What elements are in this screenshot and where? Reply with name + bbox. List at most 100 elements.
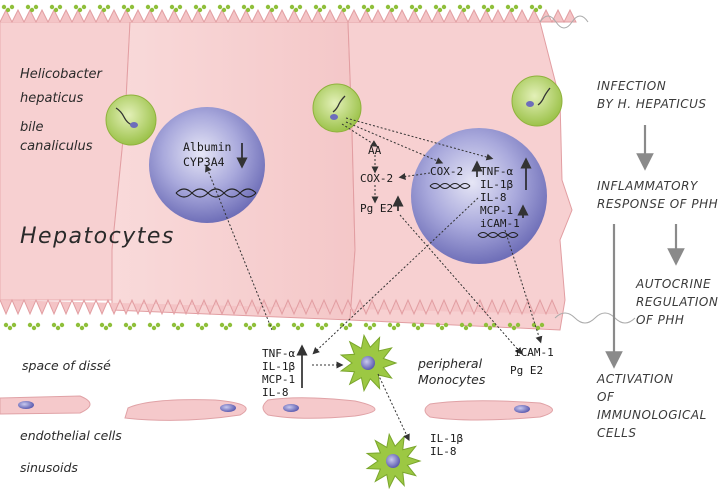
receptor-dot bbox=[107, 322, 113, 328]
step-4-line2: OF bbox=[597, 390, 615, 404]
receptor-dot bbox=[413, 7, 419, 13]
bacteria-vacuole-3 bbox=[511, 75, 563, 127]
label-il8-sec: IL-8 bbox=[262, 386, 289, 399]
receptor-dot bbox=[57, 4, 63, 10]
process-steps: INFECTION BY H. HEPATICUS INFLAMMATORY R… bbox=[596, 79, 718, 440]
arrow-to-albumin bbox=[205, 164, 273, 331]
receptor-dot bbox=[221, 7, 227, 13]
cytoplasm-labels: AA COX-2 Pg E2 bbox=[360, 144, 393, 215]
nucleus-right-labels: COX-2 TNF-α IL-1β IL-8 MCP-1 iCAM-1 bbox=[430, 165, 520, 230]
receptor-dot bbox=[385, 4, 391, 10]
receptor-dot bbox=[467, 322, 473, 328]
receptor-dot bbox=[507, 322, 513, 328]
endothelial-nucleus bbox=[514, 405, 530, 413]
receptor-dot bbox=[31, 325, 37, 331]
receptor-dot bbox=[265, 4, 271, 10]
receptor-dot bbox=[433, 4, 439, 10]
receptor-dot bbox=[103, 325, 109, 331]
receptor-dot bbox=[511, 325, 517, 331]
receptor-dot bbox=[179, 322, 185, 328]
receptor-dot bbox=[457, 4, 463, 10]
receptor-dot bbox=[293, 7, 299, 13]
receptor-dot bbox=[321, 4, 327, 10]
activated-labels: IL-1β IL-8 bbox=[430, 432, 463, 458]
receptor-dot bbox=[171, 322, 177, 328]
step-3-line1: AUTOCRINE bbox=[635, 277, 711, 291]
receptor-dot bbox=[127, 325, 133, 331]
label-cox2-cyt: COX-2 bbox=[360, 172, 393, 185]
label-pge2-sec: Pg E2 bbox=[510, 364, 543, 377]
receptor-dot bbox=[79, 325, 85, 331]
endothelial-cell bbox=[424, 400, 553, 421]
label-pge2-cyt: Pg E2 bbox=[360, 202, 393, 215]
receptor-dot bbox=[289, 4, 295, 10]
step-3-line3: OF PHH bbox=[636, 313, 684, 327]
receptor-dot bbox=[275, 322, 281, 328]
receptor-dot bbox=[393, 4, 399, 10]
label-cox2-nuc: COX-2 bbox=[430, 165, 463, 178]
label-hepaticus: hepaticus bbox=[20, 91, 84, 106]
label-il8-act: IL-8 bbox=[430, 445, 457, 458]
receptor-dot bbox=[223, 325, 229, 331]
step-4-line4: CELLS bbox=[597, 426, 636, 440]
receptor-dot bbox=[387, 322, 393, 328]
microvilli-bottom bbox=[0, 298, 559, 316]
receptor-dot bbox=[269, 7, 275, 13]
receptor-dot bbox=[149, 7, 155, 13]
endothelial-cells bbox=[0, 395, 553, 421]
receptor-dot bbox=[129, 4, 135, 10]
arrow-cytokines-out bbox=[312, 197, 479, 355]
step-2-line2: RESPONSE OF PHH bbox=[597, 197, 718, 211]
nucleus-left-labels: Albumin CYP3A4 bbox=[183, 140, 231, 169]
receptor-dot bbox=[59, 322, 65, 328]
receptor-dot bbox=[369, 4, 375, 10]
receptor-dot bbox=[461, 7, 467, 13]
label-monocytes: Monocytes bbox=[418, 372, 486, 387]
receptor-dot bbox=[1, 4, 7, 10]
receptor-dot bbox=[27, 322, 33, 328]
endothelial-cell bbox=[262, 397, 376, 419]
receptor-dot bbox=[363, 322, 369, 328]
receptor-dot bbox=[487, 325, 493, 331]
receptor-dot bbox=[203, 322, 209, 328]
receptor-dot bbox=[73, 4, 79, 10]
receptor-dot bbox=[7, 325, 13, 331]
receptor-dot bbox=[323, 322, 329, 328]
receptor-dot bbox=[3, 322, 9, 328]
receptor-dot bbox=[341, 7, 347, 13]
label-albumin: Albumin bbox=[183, 140, 231, 154]
receptor-dot bbox=[481, 4, 487, 10]
endothelial-nucleus bbox=[220, 404, 236, 412]
receptor-dot bbox=[131, 322, 137, 328]
labels: Helicobacter hepaticus bile canaliculus … bbox=[20, 67, 486, 475]
membrane-wave-bottom bbox=[554, 312, 636, 324]
label-canaliculus: canaliculus bbox=[20, 139, 93, 154]
receptor-dot bbox=[343, 325, 349, 331]
receptor-dot bbox=[367, 325, 373, 331]
receptor-dot bbox=[537, 4, 543, 10]
receptor-dot bbox=[247, 325, 253, 331]
receptor-dot bbox=[389, 7, 395, 13]
receptor-dot bbox=[297, 4, 303, 10]
receptor-dot bbox=[295, 325, 301, 331]
receptor-dot bbox=[513, 4, 519, 10]
signal-arrows bbox=[205, 117, 543, 442]
monocyte-activated bbox=[365, 432, 422, 490]
receptor-dot bbox=[51, 322, 57, 328]
receptor-dot bbox=[77, 7, 83, 13]
receptor-dot bbox=[217, 4, 223, 10]
receptor-dot bbox=[361, 4, 367, 10]
receptor-dot bbox=[55, 325, 61, 331]
receptor-dot bbox=[299, 322, 305, 328]
receptor-dot bbox=[411, 322, 417, 328]
receptor-dot bbox=[437, 7, 443, 13]
bacteria-vacuole-1 bbox=[105, 94, 157, 146]
membrane-wave-top bbox=[539, 15, 589, 29]
receptor-dot bbox=[271, 325, 277, 331]
receptor-dot bbox=[291, 322, 297, 328]
receptor-dot bbox=[29, 7, 35, 13]
label-tnf-nuc: TNF-α bbox=[480, 165, 513, 178]
receptor-dot bbox=[249, 4, 255, 10]
receptor-dot bbox=[345, 4, 351, 10]
receptor-dot bbox=[145, 4, 151, 10]
